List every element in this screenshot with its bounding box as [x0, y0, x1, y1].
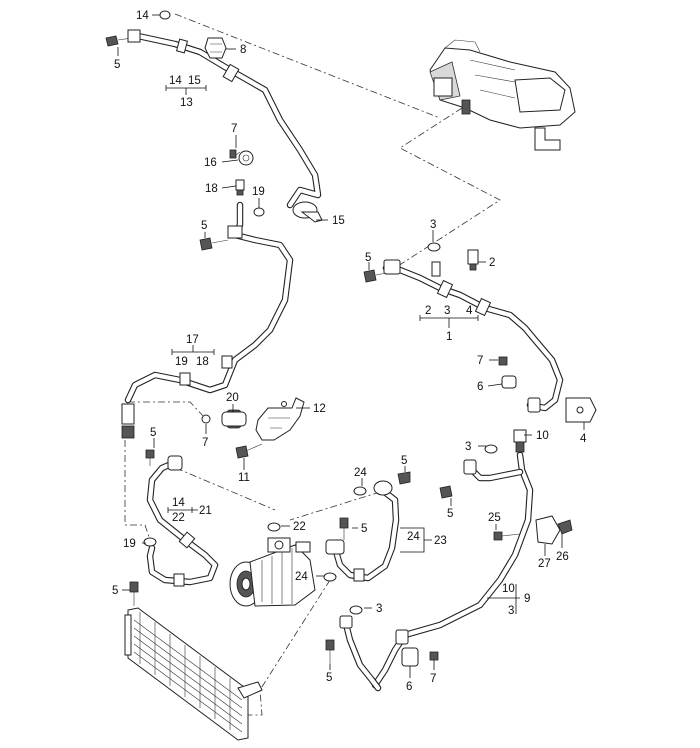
callout-19: 19: [123, 538, 136, 550]
callout-7: 7: [231, 123, 237, 135]
callout-5: 5: [326, 672, 332, 684]
callout-20: 20: [226, 392, 239, 404]
callout-14: 14: [172, 497, 185, 509]
callout-22: 22: [293, 521, 306, 533]
callout-23: 23: [434, 535, 447, 547]
callout-7: 7: [430, 673, 436, 685]
ac-compressor: [229, 522, 316, 607]
callout-21: 21: [199, 505, 212, 517]
compressor-suction-line: [129, 449, 219, 606]
callout-18: 18: [205, 183, 218, 195]
callout-3: 3: [430, 219, 436, 231]
callout-5: 5: [447, 508, 453, 520]
bracket-assembly: [201, 397, 305, 459]
callout-13: 13: [180, 97, 193, 109]
callout-5: 5: [201, 220, 207, 232]
callout-24: 24: [295, 571, 308, 583]
evaporator-housing: [429, 39, 576, 151]
callout-3: 3: [508, 605, 514, 617]
discharge-line: [323, 471, 411, 582]
callout-1: 1: [446, 331, 452, 343]
callout-6: 6: [477, 381, 483, 393]
callout-2: 2: [425, 305, 431, 317]
callout-7: 7: [477, 355, 483, 367]
connection-lines: [124, 13, 501, 716]
callout-5: 5: [361, 523, 367, 535]
callout-22: 22: [172, 512, 185, 524]
callout-4: 4: [580, 433, 587, 445]
evaporator-feed-line: [363, 242, 597, 423]
leader-lines: [117, 14, 585, 678]
callout-2: 2: [489, 257, 495, 269]
callout-24: 24: [354, 467, 367, 479]
callout-3: 3: [465, 441, 471, 453]
callout-15: 15: [188, 75, 201, 87]
condenser-return-line: [325, 429, 573, 692]
callout-5: 5: [401, 455, 407, 467]
callout-3: 3: [444, 305, 450, 317]
upper-ac-line: [105, 10, 323, 223]
callout-7: 7: [202, 437, 208, 449]
callout-19: 19: [175, 356, 188, 368]
callout-5: 5: [114, 59, 120, 71]
callout-12: 12: [313, 403, 326, 415]
callout-5: 5: [150, 427, 156, 439]
callout-4: 4: [466, 305, 473, 317]
callout-5: 5: [365, 252, 371, 264]
callout-numbers: 14 5 8 14 15 13 7 16 18 19 15 5 17 19 18…: [112, 10, 587, 693]
callout-5: 5: [112, 585, 118, 597]
callout-9: 9: [524, 593, 530, 605]
callout-10: 10: [502, 583, 515, 595]
callout-18: 18: [196, 356, 209, 368]
condenser: [124, 607, 263, 741]
callout-8: 8: [240, 44, 246, 56]
callout-17: 17: [186, 334, 199, 346]
callout-27: 27: [538, 558, 551, 570]
callout-11: 11: [238, 472, 250, 484]
callout-25: 25: [488, 512, 501, 524]
callout-15: 15: [332, 215, 345, 227]
callout-26: 26: [556, 551, 569, 563]
callout-14: 14: [136, 10, 149, 22]
callout-3: 3: [376, 603, 382, 615]
callout-19: 19: [252, 186, 265, 198]
callout-24: 24: [407, 531, 420, 543]
middle-ac-line: [121, 201, 294, 439]
callout-10: 10: [536, 430, 549, 442]
callout-16: 16: [204, 157, 217, 169]
callout-6: 6: [406, 681, 412, 693]
callout-14: 14: [169, 75, 182, 87]
